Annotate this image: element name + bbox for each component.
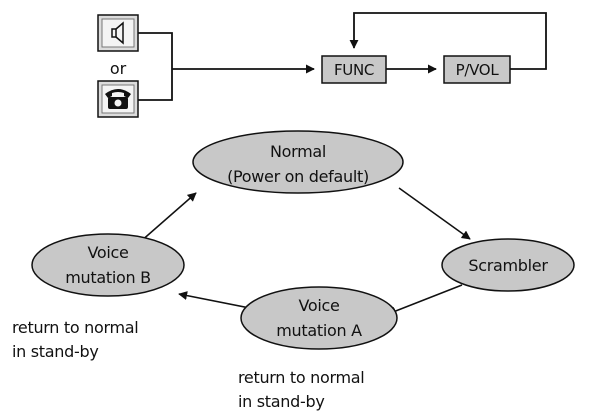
pvol-label: P/VOL: [456, 61, 500, 79]
func-label: FUNC: [334, 61, 374, 79]
speaker-icon: [111, 21, 124, 45]
note-left-line2: in stand-by: [12, 342, 99, 361]
func-button[interactable]: FUNC: [321, 55, 387, 84]
mode-voice-mutation-b: Voice mutation B: [31, 233, 185, 297]
telephone-button[interactable]: [97, 80, 139, 118]
mode-voice-a-line2: mutation A: [276, 321, 362, 340]
mode-normal-line1: Normal: [270, 142, 326, 161]
note-bottom: return to normal in stand-by: [238, 366, 365, 414]
mode-normal: Normal (Power on default): [192, 130, 404, 194]
mode-voice-a-line1: Voice: [298, 296, 339, 315]
pvol-button[interactable]: P/VOL: [443, 55, 511, 84]
mode-scrambler-label: Scrambler: [468, 256, 548, 275]
mode-voice-b-line1: Voice: [87, 243, 128, 262]
note-left-line1: return to normal: [12, 318, 139, 337]
arrow-b-to-normal: [139, 192, 197, 243]
mode-voice-mutation-a: Voice mutation A: [240, 286, 398, 350]
note-bottom-line1: return to normal: [238, 368, 365, 387]
arrow-scrambler-to-a: [387, 284, 463, 316]
feedback-loop-arrow: [349, 12, 547, 70]
note-left: return to normal in stand-by: [12, 316, 139, 364]
arrow-normal-to-scrambler: [398, 187, 471, 240]
mode-voice-b-line2: mutation B: [65, 268, 151, 287]
telephone-icon: [105, 89, 131, 109]
connector-bracket: [138, 32, 173, 101]
note-bottom-line2: in stand-by: [238, 392, 325, 411]
mode-normal-line2: (Power on default): [227, 167, 369, 186]
or-label: or: [110, 59, 127, 78]
speaker-button[interactable]: [97, 14, 139, 52]
mode-scrambler: Scrambler: [441, 238, 575, 292]
